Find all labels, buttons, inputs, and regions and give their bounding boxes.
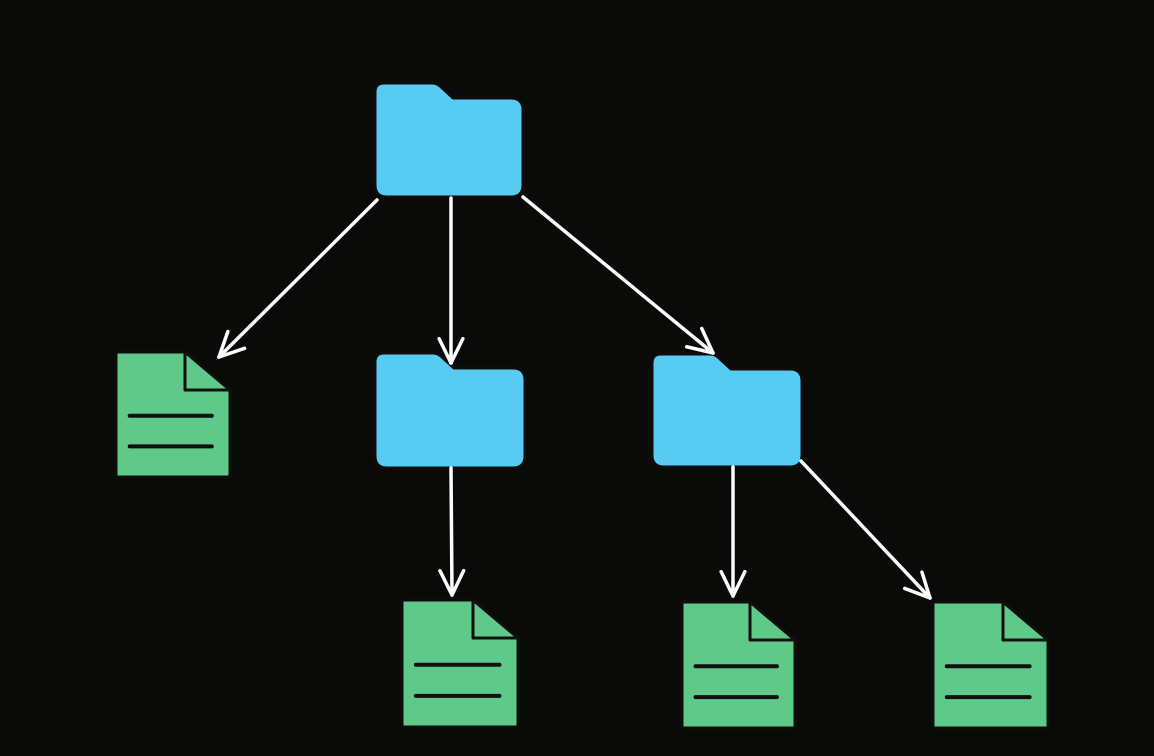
folder-shape [373, 351, 527, 470]
arrowhead-barb-2 [437, 336, 453, 365]
arrow-shaft [521, 195, 715, 355]
root-folder-icon[interactable] [373, 81, 525, 199]
file-fold-corner [1001, 600, 1050, 642]
arrowhead-barb-1 [731, 569, 747, 598]
folder-shape [650, 352, 804, 469]
arrow-shaft [217, 198, 379, 359]
doc-left-icon[interactable] [114, 350, 232, 479]
arrowhead-barb-1 [700, 326, 715, 355]
arrow-folder-right-to-doc-right-1[interactable] [719, 465, 747, 598]
doc-right-1-icon[interactable] [680, 600, 797, 730]
arrow-folder-right-to-doc-right-2[interactable] [799, 459, 932, 600]
arrow-shaft [799, 459, 932, 600]
arrow-folder-middle-to-doc-middle[interactable] [438, 466, 466, 597]
arrowhead-barb-2 [217, 329, 230, 359]
arrowhead-barb-1 [450, 568, 466, 597]
doc-middle-icon[interactable] [400, 598, 520, 729]
folder-middle-icon[interactable] [373, 351, 527, 470]
arrowhead-barb-1 [217, 346, 247, 359]
file-fold-corner [748, 600, 797, 642]
arrowhead-barb-2 [438, 569, 454, 597]
file-fold-corner [183, 350, 232, 392]
arrowhead-barb-2 [719, 569, 735, 598]
arrow-root-to-folder-right[interactable] [521, 195, 715, 355]
file-fold-corner [471, 598, 520, 640]
folder-shape [373, 81, 525, 199]
arrow-root-to-doc-left[interactable] [217, 198, 379, 359]
doc-right-2-icon[interactable] [931, 600, 1050, 730]
arrow-shaft [449, 466, 454, 597]
arrowhead-barb-2 [902, 586, 932, 600]
arrowhead-barb-1 [449, 336, 465, 365]
arrowhead-barb-1 [920, 570, 932, 600]
folder-right-icon[interactable] [650, 352, 804, 469]
arrow-root-to-folder-middle[interactable] [437, 196, 465, 365]
arrowhead-barb-2 [684, 344, 715, 355]
